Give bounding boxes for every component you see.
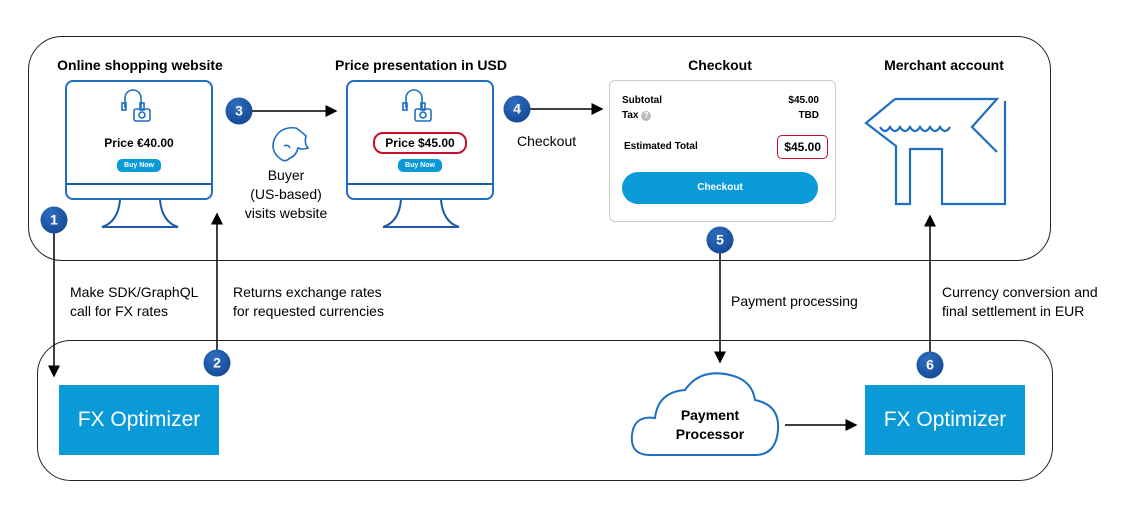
- tax-label: Tax ?: [622, 110, 652, 121]
- buy-now-button[interactable]: Buy Now: [398, 159, 442, 172]
- step-badge-2: 2: [203, 349, 231, 377]
- monitor-eur: Price €40.00 Buy Now: [65, 80, 213, 230]
- backend-group: [37, 340, 1053, 481]
- step-badge-3: 3: [225, 97, 253, 125]
- frontend-group: [28, 36, 1051, 261]
- cloud-icon: [630, 372, 780, 456]
- step-badge-4: 4: [503, 95, 531, 123]
- step5-label: Payment processing: [731, 293, 858, 309]
- estimated-total-label: Estimated Total: [624, 141, 698, 152]
- help-icon[interactable]: ?: [641, 111, 652, 121]
- subtotal-value: $45.00: [788, 95, 819, 106]
- buy-now-button[interactable]: Buy Now: [117, 159, 161, 172]
- price-usd: Price $45.00: [348, 132, 492, 154]
- section-title-merchant: Merchant account: [884, 57, 1004, 73]
- section-title-checkout: Checkout: [688, 57, 752, 73]
- price-eur: Price €40.00: [104, 136, 174, 150]
- tax-value: TBD: [798, 110, 819, 121]
- section-title-online-shop: Online shopping website: [57, 57, 223, 73]
- estimated-total-value: $45.00: [777, 135, 828, 159]
- checkout-button[interactable]: Checkout: [622, 172, 818, 204]
- section-title-price-usd: Price presentation in USD: [335, 57, 507, 73]
- step-badge-5: 5: [706, 226, 734, 254]
- buyer-label: Buyer(US-based)visits website: [244, 167, 328, 221]
- step-badge-1: 1: [40, 206, 68, 234]
- step-badge-6: 6: [916, 351, 944, 379]
- checkout-card: Subtotal $45.00 Tax ? TBD Estimated Tota…: [609, 80, 836, 222]
- checkout-step-label: Checkout: [517, 133, 577, 149]
- buyer-icon: [272, 126, 310, 162]
- fx-optimizer-right: FX Optimizer: [865, 385, 1025, 455]
- monitor-usd: Price $45.00 Buy Now: [346, 80, 494, 230]
- store-icon: [864, 97, 1007, 206]
- product-icon: [121, 89, 432, 122]
- fx-optimizer-left: FX Optimizer: [59, 385, 219, 455]
- subtotal-label: Subtotal: [622, 95, 662, 106]
